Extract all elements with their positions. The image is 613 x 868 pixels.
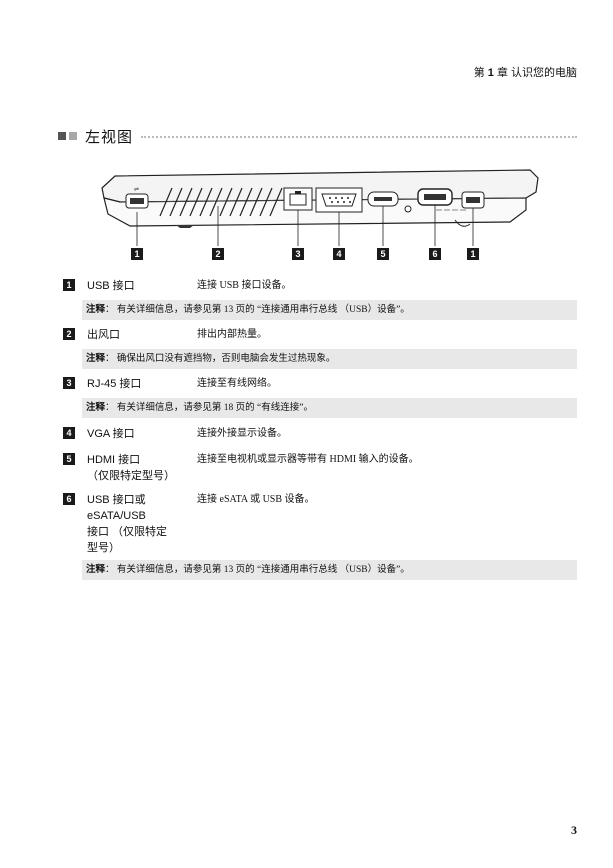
laptop-left-side-illustration: ⇌ [90,158,550,268]
note-prefix: 注释 [86,305,106,315]
callout-1b: 1 [467,248,479,260]
item-description: 连接 USB 接口设备。 [197,280,292,291]
item-number: 6 [63,493,75,505]
item-label: USB 接口或 eSATA/USB 接口 （仅限特定 型号） [87,494,168,554]
list-item: 1 USB 接口 连接 USB 接口设备。 [63,278,577,296]
item-number: 5 [63,453,75,465]
item-number: 2 [63,328,75,340]
item-number: 4 [63,427,75,439]
chapter-header: 第 1 章 认识您的电脑 [474,64,577,80]
list-item: 6 USB 接口或 eSATA/USB 接口 （仅限特定 型号） 连接 eSAT… [63,492,577,558]
heading-square-icon [69,132,77,140]
list-item: 2 出风口 排出内部热量。 [63,327,577,345]
list-item: 3 RJ-45 接口 连接至有线网络。 [63,376,577,394]
heading-square-icon [58,132,66,140]
note-box: 注释： 有关详细信息，请参见第 13 页的 “连接通用串行总线 （USB）设备”… [82,300,577,320]
chapter-number: 1 [487,67,494,79]
note-prefix: 注释 [86,565,106,575]
callout-1: 1 [131,248,143,260]
chapter-prefix: 第 [473,67,485,79]
list-item: 5 HDMI 接口 （仅限特定型号） 连接至电视机或显示器等带有 HDMI 输入… [63,452,577,486]
callout-6: 6 [429,248,441,260]
page-number: 3 [571,823,577,837]
chapter-title: 章 认识您的电脑 [496,67,577,79]
callout-2: 2 [212,248,224,260]
note-box: 注释： 确保出风口没有遮挡物，否则电脑会发生过热现象。 [82,349,577,369]
item-label: 出风口 [87,329,120,341]
note-text: ： 有关详细信息，请参见第 13 页的 “连接通用串行总线 （USB）设备”。 [105,565,410,575]
item-number: 3 [63,377,75,389]
note-text: ： 有关详细信息，请参见第 18 页的 “有线连接”。 [105,403,313,413]
item-label: USB 接口 [87,280,135,292]
note-prefix: 注释 [86,354,106,364]
svg-text:⇌: ⇌ [134,186,139,193]
callout-5: 5 [377,248,389,260]
laptop-drawing: ⇌ [101,169,539,246]
section-title: 左视图 [85,128,134,146]
section-divider [141,136,577,138]
callout-3: 3 [292,248,304,260]
item-description: 连接 eSATA 或 USB 设备。 [197,494,315,505]
item-label: VGA 接口 [87,428,135,440]
list-item: 4 VGA 接口 连接外接显示设备。 [63,426,577,444]
item-number: 1 [63,279,75,291]
item-label: RJ-45 接口 [87,378,142,390]
item-description: 连接至有线网络。 [197,378,277,389]
note-box: 注释： 有关详细信息，请参见第 13 页的 “连接通用串行总线 （USB）设备”… [82,560,577,580]
note-text: ： 确保出风口没有遮挡物，否则电脑会发生过热现象。 [105,354,336,364]
callout-4: 4 [333,248,345,260]
note-text: ： 有关详细信息，请参见第 13 页的 “连接通用串行总线 （USB）设备”。 [105,305,410,315]
item-description: 连接外接显示设备。 [197,428,287,439]
note-box: 注释： 有关详细信息，请参见第 18 页的 “有线连接”。 [82,398,577,418]
item-label: HDMI 接口 （仅限特定型号） [87,454,175,482]
section-heading: 左视图 [58,126,577,146]
item-description: 连接至电视机或显示器等带有 HDMI 输入的设备。 [197,454,419,465]
item-description: 排出内部热量。 [197,329,267,340]
note-prefix: 注释 [86,403,106,413]
